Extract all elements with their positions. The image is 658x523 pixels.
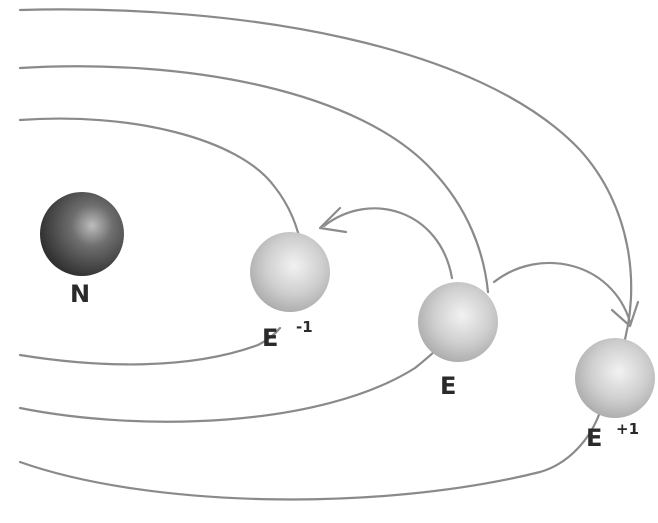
electron-lower-superscript: -1: [296, 318, 313, 336]
electron-higher-sphere: [575, 338, 655, 418]
electron-lower-sphere: [250, 232, 330, 312]
transition-up-arrow: [494, 263, 638, 326]
electron-higher-label: E: [586, 424, 602, 452]
nucleus-sphere: [40, 192, 124, 276]
orbit-outer-lower: [20, 412, 600, 499]
orbit-outer-upper: [20, 9, 631, 350]
electron-higher-superscript: +1: [616, 420, 639, 438]
orbit-middle-lower: [20, 348, 438, 422]
transition-down-arrow: [320, 208, 452, 278]
electron-current-label: E: [440, 372, 456, 400]
electron-current-sphere: [418, 282, 498, 362]
electron-lower-label: E: [262, 324, 278, 352]
orbit-inner-lower: [20, 328, 280, 364]
nucleus-label: N: [70, 280, 90, 308]
